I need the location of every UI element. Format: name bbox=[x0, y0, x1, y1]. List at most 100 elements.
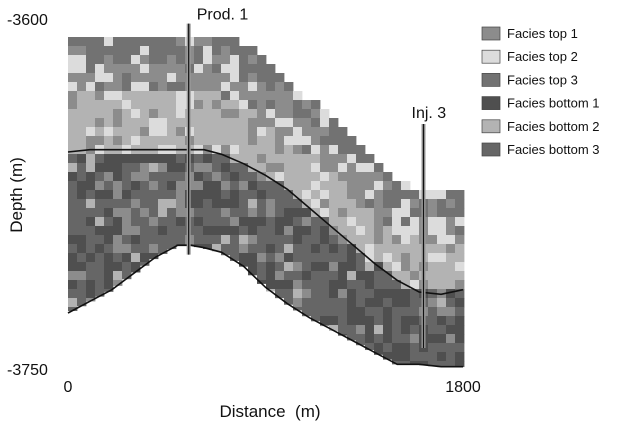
facies-cell-top bbox=[77, 55, 87, 65]
facies-cell-top bbox=[140, 136, 150, 146]
facies-cell-top bbox=[311, 145, 321, 155]
facies-cell-bottom bbox=[275, 235, 285, 245]
facies-cell-top bbox=[338, 163, 348, 173]
facies-cell-top bbox=[311, 172, 321, 182]
facies-cell-top bbox=[428, 199, 438, 209]
facies-cell-bottom bbox=[293, 289, 303, 299]
facies-cell-bottom bbox=[311, 316, 321, 322]
facies-cell-top bbox=[410, 190, 420, 200]
facies-cell-bottom bbox=[239, 181, 249, 191]
facies-cell-top bbox=[248, 127, 258, 137]
facies-cell-bottom bbox=[257, 280, 267, 284]
facies-cell-top bbox=[257, 55, 267, 65]
facies-cell-top bbox=[203, 136, 213, 146]
facies-cell-top bbox=[104, 109, 114, 119]
facies-cell-bottom bbox=[365, 298, 375, 308]
facies-cell-bottom bbox=[140, 172, 150, 182]
facies-cell-top bbox=[230, 100, 240, 110]
facies-cell-top bbox=[365, 154, 375, 164]
facies-cell-top bbox=[95, 73, 105, 83]
facies-cell-top bbox=[383, 190, 393, 200]
facies-cell-top bbox=[347, 217, 357, 227]
facies-cell-bottom bbox=[419, 352, 429, 362]
facies-cell-bottom bbox=[383, 325, 393, 335]
facies-cell-bottom bbox=[167, 181, 177, 191]
base-horizon-line bbox=[67, 244, 463, 368]
facies-cell-top bbox=[167, 82, 177, 92]
facies-cell-bottom bbox=[284, 271, 294, 281]
facies-cell-top bbox=[122, 73, 132, 83]
facies-cell-top bbox=[383, 262, 393, 272]
facies-cell-top bbox=[347, 163, 357, 173]
facies-cell-top bbox=[104, 64, 114, 74]
facies-cell-bottom bbox=[338, 235, 348, 245]
facies-cell-bottom bbox=[347, 289, 357, 299]
facies-cell-top bbox=[284, 154, 294, 164]
facies-cell-bottom bbox=[257, 190, 267, 200]
facies-cell-bottom bbox=[77, 190, 87, 200]
facies-cell-bottom bbox=[221, 244, 231, 254]
facies-cell-top bbox=[347, 190, 357, 200]
facies-cell-top bbox=[140, 118, 150, 128]
facies-cell-top bbox=[104, 55, 114, 65]
facies-cell-bottom bbox=[347, 334, 357, 341]
facies-cell-bottom bbox=[104, 226, 114, 236]
facies-cell-bottom bbox=[194, 181, 204, 191]
facies-cell-top bbox=[302, 181, 312, 191]
facies-cell-top bbox=[302, 199, 312, 209]
facies-cell-bottom bbox=[284, 199, 294, 209]
facies-cell-top bbox=[203, 100, 213, 110]
facies-cell-top bbox=[95, 55, 105, 65]
facies-cell-top bbox=[455, 280, 465, 290]
facies-cell-bottom bbox=[383, 289, 393, 299]
facies-cell-bottom bbox=[392, 316, 402, 326]
facies-cell-top bbox=[248, 82, 258, 92]
facies-cell-top bbox=[338, 190, 348, 200]
facies-cell-bottom bbox=[410, 298, 420, 308]
facies-cell-top bbox=[248, 145, 258, 155]
facies-cell-top bbox=[158, 73, 168, 83]
facies-cell-top bbox=[257, 109, 267, 119]
facies-cell-bottom bbox=[320, 280, 330, 290]
facies-cell-bottom bbox=[437, 334, 447, 344]
facies-cell-top bbox=[266, 127, 276, 137]
facies-cell-bottom bbox=[392, 325, 402, 335]
facies-cell-top bbox=[437, 199, 447, 209]
facies-cell-top bbox=[266, 91, 276, 101]
facies-cell-bottom bbox=[158, 163, 168, 173]
facies-cell-bottom bbox=[104, 154, 114, 164]
facies-cell-bottom bbox=[131, 190, 141, 200]
facies-cell-top bbox=[329, 172, 339, 182]
facies-cell-bottom bbox=[356, 325, 366, 335]
facies-cell-top bbox=[239, 154, 249, 164]
facies-cell-top bbox=[131, 109, 141, 119]
facies-cell-bottom bbox=[167, 244, 177, 250]
facies-cell-top bbox=[329, 127, 339, 137]
facies-cell-bottom bbox=[392, 280, 402, 290]
facies-cell-top bbox=[212, 136, 222, 146]
facies-cell-top bbox=[167, 91, 177, 101]
facies-cell-top bbox=[446, 253, 456, 263]
facies-cell-bottom bbox=[104, 181, 114, 191]
facies-cell-bottom bbox=[356, 316, 366, 326]
facies-cell-top bbox=[392, 244, 402, 254]
facies-cell-bottom bbox=[95, 154, 105, 164]
facies-cell-top bbox=[194, 118, 204, 128]
facies-cell-bottom bbox=[212, 163, 222, 173]
facies-cell-bottom bbox=[383, 271, 393, 281]
facies-cell-bottom bbox=[221, 154, 231, 164]
facies-cell-top bbox=[338, 226, 348, 236]
facies-cell-bottom bbox=[302, 253, 312, 263]
facies-cell-top bbox=[320, 181, 330, 191]
facies-cell-bottom bbox=[275, 289, 285, 299]
facies-cell-bottom bbox=[338, 271, 348, 281]
facies-cell-top bbox=[383, 172, 393, 182]
facies-cell-bottom bbox=[122, 253, 132, 263]
facies-cell-top bbox=[329, 190, 339, 200]
facies-cell-bottom bbox=[230, 199, 240, 209]
facies-cell-bottom bbox=[446, 307, 456, 317]
facies-cell-top bbox=[392, 217, 402, 227]
facies-cell-top bbox=[131, 37, 141, 47]
facies-cell-bottom bbox=[329, 244, 339, 254]
facies-cell-bottom bbox=[194, 163, 204, 173]
